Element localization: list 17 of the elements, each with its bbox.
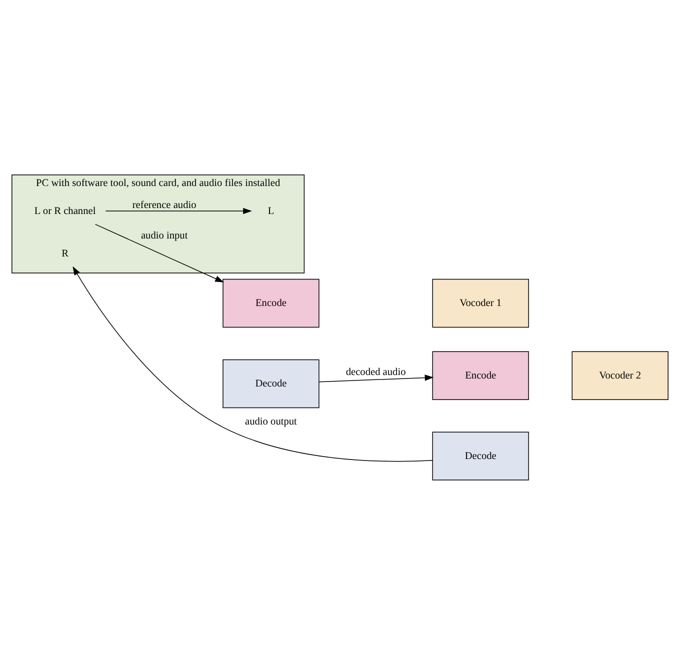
edge-label: decoded audio xyxy=(346,366,406,378)
node-text: L or R channel xyxy=(34,205,96,216)
node-box: Encode xyxy=(432,350,529,400)
arrow xyxy=(72,266,433,462)
node-box: Vocoder 2 xyxy=(572,350,668,400)
node-box: Encode xyxy=(222,278,320,328)
arrow xyxy=(94,223,224,282)
edge-label: audio output xyxy=(245,416,297,427)
arrow xyxy=(105,207,252,214)
node-text: R xyxy=(62,248,69,260)
edge-label: reference audio xyxy=(132,200,196,211)
node-box: Decode xyxy=(432,431,529,480)
edge-label: audio input xyxy=(140,230,188,241)
arrow xyxy=(318,374,434,382)
node-text: L xyxy=(268,205,274,216)
node-box: Vocoder 1 xyxy=(432,278,529,328)
node-box: Decode xyxy=(222,358,320,408)
